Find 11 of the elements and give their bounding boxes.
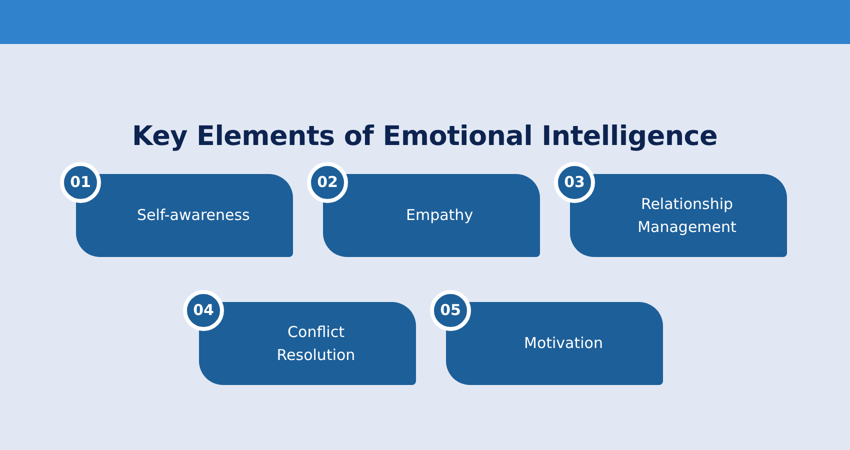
card-label: Conflict Resolution xyxy=(276,322,356,366)
card-label: Relationship Management xyxy=(636,194,738,238)
number-badge: 01 xyxy=(60,162,101,203)
title: Key Elements of Emotional Intelligence xyxy=(132,120,718,154)
number-badge: 02 xyxy=(307,162,348,203)
number-badge: 03 xyxy=(554,162,595,203)
number-badge: 04 xyxy=(183,290,224,331)
card-label: Self-awareness xyxy=(137,205,250,226)
number-badge: 05 xyxy=(430,290,471,331)
card-label: Empathy xyxy=(406,205,474,226)
card-label: Motivation xyxy=(524,333,603,354)
